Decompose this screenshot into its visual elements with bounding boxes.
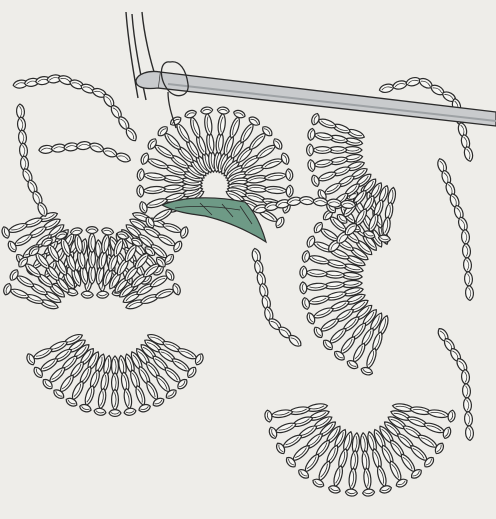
stitch-top xyxy=(86,227,98,234)
stitch-top xyxy=(307,144,314,156)
stitch xyxy=(112,389,119,410)
stitch xyxy=(313,147,332,154)
stitch-top xyxy=(109,410,121,417)
stitch xyxy=(89,233,96,253)
